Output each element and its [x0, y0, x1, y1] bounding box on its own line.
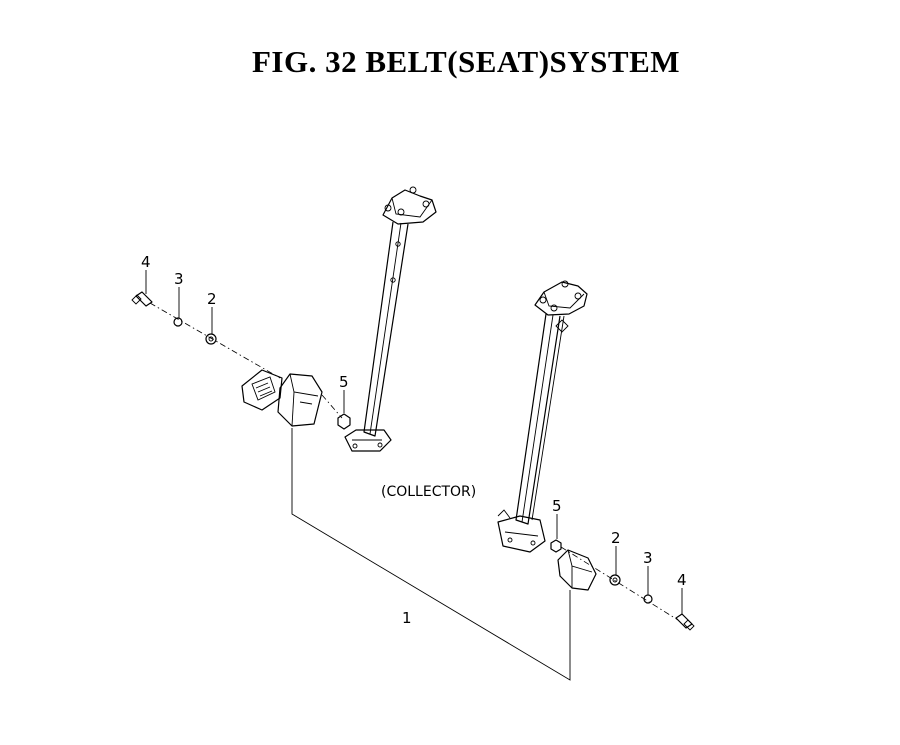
callout-left-bolt: 4 [141, 253, 151, 271]
right-fasteners [550, 539, 695, 631]
callout-left-washer: 2 [207, 290, 217, 308]
center-lines [149, 302, 679, 621]
left-anchor-pillar [344, 186, 437, 452]
collector-label: (COLLECTOR) [381, 484, 476, 500]
left-belt-buckle [241, 369, 323, 427]
figure-title: FIG. 32 BELT(SEAT)SYSTEM [251, 44, 681, 79]
callout-right-washer: 2 [611, 529, 621, 547]
callout-right-lockwasher: 3 [643, 549, 653, 567]
callout-belt-assembly: 1 [402, 609, 412, 627]
left-fasteners [131, 291, 351, 430]
callout-left-nut: 5 [339, 373, 349, 391]
leader-lines [145, 270, 683, 681]
right-belt-buckle [557, 549, 597, 591]
right-anchor-pillar [497, 280, 588, 553]
callout-right-nut: 5 [552, 497, 562, 515]
callout-right-bolt: 4 [677, 571, 687, 589]
callout-left-lockwasher: 3 [174, 270, 184, 288]
